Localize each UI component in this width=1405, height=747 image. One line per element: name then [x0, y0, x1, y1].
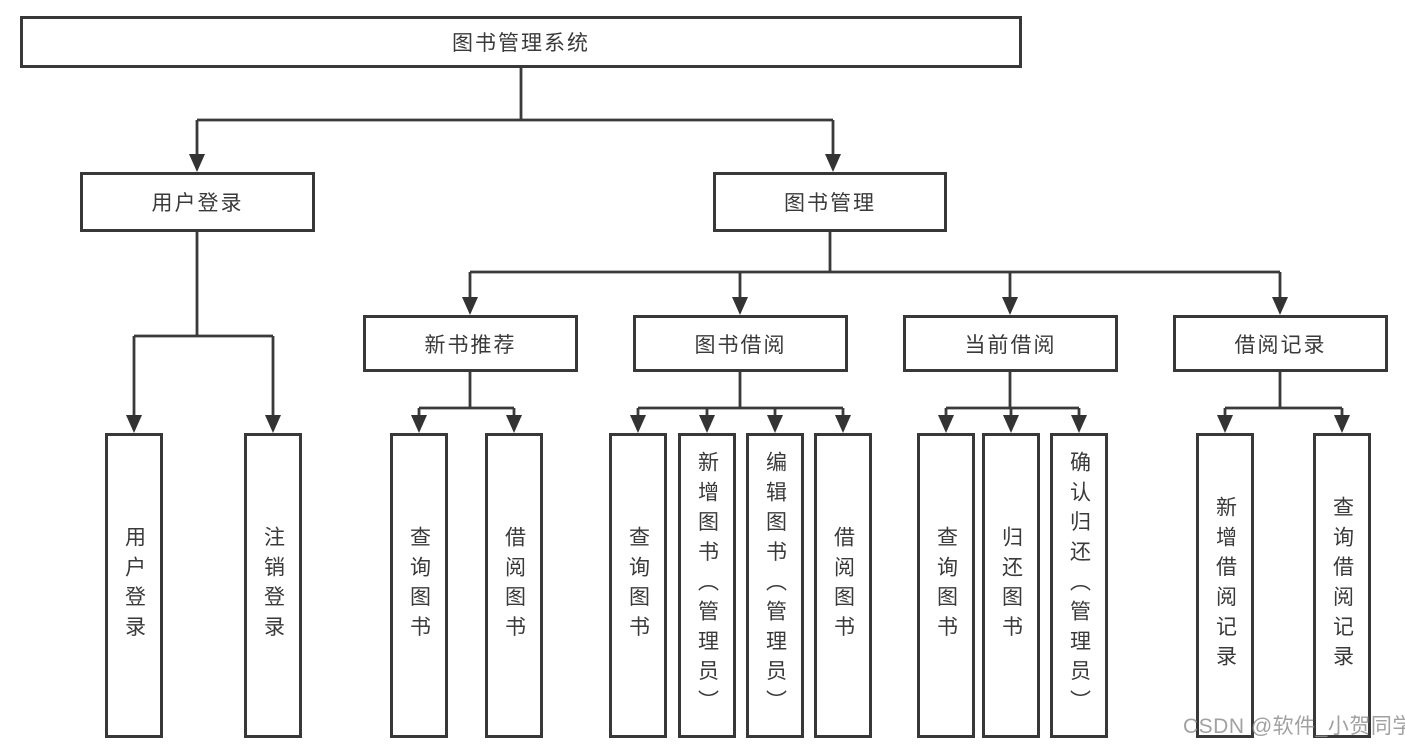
connector-user-login-to-leaves	[126, 232, 281, 433]
node-book-borrow-label: 图书借阅	[694, 333, 787, 357]
leaf-return-book-label: 归还图书	[999, 525, 1023, 646]
leaf-borrow-book-recommend-label: 借阅图书	[502, 525, 526, 646]
connector-new-book-recommend-to-leaves	[411, 372, 522, 433]
leaf-query-borrow-record-label: 查询借阅记录	[1330, 496, 1354, 675]
leaf-query-borrow-record: 查询借阅记录	[1313, 433, 1371, 738]
leaf-query-book-recommend: 查询图书	[390, 433, 448, 738]
leaf-edit-book-admin-label: 编辑图书（管理员）	[763, 451, 787, 720]
connector-root-to-level2	[189, 68, 841, 172]
leaf-query-book-borrow-label: 查询图书	[626, 525, 650, 646]
leaf-edit-book-admin: 编辑图书（管理员）	[746, 433, 804, 738]
csdn-watermark: CSDN @软件_小贺同学	[1183, 715, 1405, 738]
node-borrow-record: 借阅记录	[1173, 315, 1388, 372]
leaf-borrow-book: 借阅图书	[814, 433, 872, 738]
leaf-query-book-current-label: 查询图书	[934, 525, 958, 646]
leaf-confirm-return-admin-label: 确认归还（管理员）	[1067, 451, 1091, 720]
leaf-logout-label: 注销登录	[261, 525, 285, 646]
leaf-query-book-recommend-label: 查询图书	[407, 525, 431, 646]
leaf-borrow-book-recommend: 借阅图书	[485, 433, 543, 738]
leaf-add-borrow-record-label: 新增借阅记录	[1213, 496, 1237, 675]
leaf-query-book-current: 查询图书	[917, 433, 975, 738]
leaf-confirm-return-admin: 确认归还（管理员）	[1050, 433, 1108, 738]
leaf-add-book-admin-label: 新增图书（管理员）	[695, 451, 719, 720]
node-current-borrow: 当前借阅	[903, 315, 1118, 372]
node-book-management: 图书管理	[713, 172, 947, 232]
node-book-management-label: 图书管理	[784, 192, 876, 215]
node-root-label: 图书管理系统	[452, 32, 590, 55]
node-book-borrow: 图书借阅	[633, 315, 848, 372]
connector-borrow-record-to-leaves	[1217, 372, 1350, 433]
leaf-add-borrow-record: 新增借阅记录	[1196, 433, 1254, 738]
leaf-add-book-admin: 新增图书（管理员）	[678, 433, 736, 738]
node-current-borrow-label: 当前借阅	[964, 333, 1057, 357]
connector-book-borrow-to-leaves	[630, 372, 851, 433]
node-new-book-recommend-label: 新书推荐	[424, 333, 517, 357]
leaf-logout: 注销登录	[244, 433, 302, 738]
node-user-login-label: 用户登录	[151, 192, 244, 215]
leaf-user-login-label: 用户登录	[122, 525, 146, 646]
leaf-query-book-borrow: 查询图书	[609, 433, 667, 738]
node-root-system: 图书管理系统	[20, 16, 1022, 68]
connector-current-borrow-to-leaves	[938, 372, 1087, 433]
leaf-return-book: 归还图书	[982, 433, 1040, 738]
leaf-borrow-book-label: 借阅图书	[831, 525, 855, 646]
node-user-login: 用户登录	[80, 172, 315, 232]
connector-book-management-to-level3	[462, 232, 1288, 315]
node-borrow-record-label: 借阅记录	[1234, 333, 1327, 357]
leaf-user-login: 用户登录	[105, 433, 163, 738]
node-new-book-recommend: 新书推荐	[363, 315, 578, 372]
